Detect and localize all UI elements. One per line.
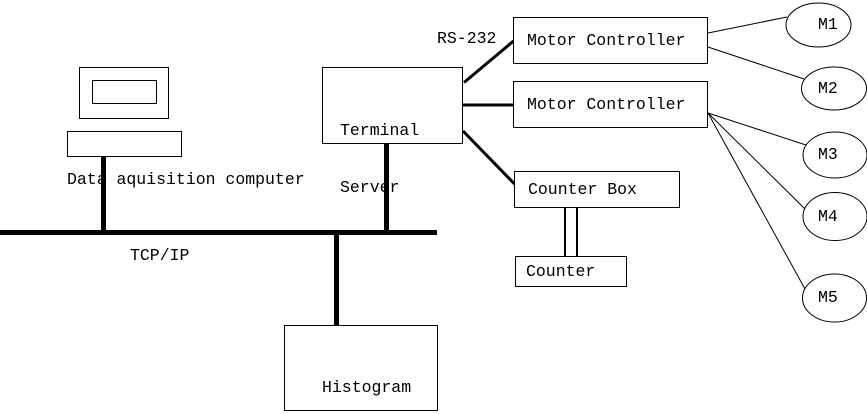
terminal-server-label: Terminal Server <box>340 83 419 235</box>
terminal-server-to-motor-controller-1-line <box>463 39 515 84</box>
computer-monitor-screen <box>92 80 157 104</box>
motor-m3-ellipse <box>802 131 867 179</box>
motor-m4-ellipse <box>802 192 867 241</box>
terminal-server-label-line1: Terminal <box>340 121 420 140</box>
motor-controller-1-to-m1-line <box>707 16 788 34</box>
histogram-memory-label-line1: Histogram <box>322 378 412 397</box>
histogram-memory-node: Histogram Memory <box>284 325 438 411</box>
motor-controller-2-to-m4-line <box>707 112 807 211</box>
motor-m2-label: M2 <box>818 79 838 98</box>
data-acquisition-computer-label: Data aquisition computer <box>67 170 305 189</box>
counter-label: Counter <box>526 262 596 281</box>
motor-m1-label: M1 <box>818 15 838 34</box>
motor-controller-2-node: Motor Controller <box>513 81 708 128</box>
motor-controller-1-node: Motor Controller <box>513 17 708 64</box>
computer-keyboard <box>67 131 182 157</box>
motor-controller-2-to-m5-line <box>707 112 806 290</box>
motor-m4-label: M4 <box>818 207 838 226</box>
terminal-server-label-line2: Server <box>340 178 400 197</box>
counter-box-node: Counter Box <box>514 171 680 208</box>
terminal-server-to-counter-box-line <box>461 129 516 186</box>
counter-node: Counter <box>515 256 627 287</box>
motor-controller-2-label: Motor Controller <box>527 95 686 114</box>
motor-controller-2-to-m3-line <box>707 112 807 146</box>
rs232-label: RS-232 <box>437 29 497 48</box>
tcpip-label: TCP/IP <box>130 246 190 265</box>
counter-box-label: Counter Box <box>528 180 637 199</box>
motor-controller-1-label: Motor Controller <box>527 31 686 50</box>
terminal-server-node: Terminal Server <box>322 67 463 197</box>
motor-m1-ellipse <box>785 2 852 48</box>
histogram-memory-label: Histogram Memory <box>322 340 411 414</box>
motor-controller-1-to-m2-line <box>707 46 805 80</box>
motor-m5-label: M5 <box>818 288 838 307</box>
motor-m3-label: M3 <box>818 145 838 164</box>
